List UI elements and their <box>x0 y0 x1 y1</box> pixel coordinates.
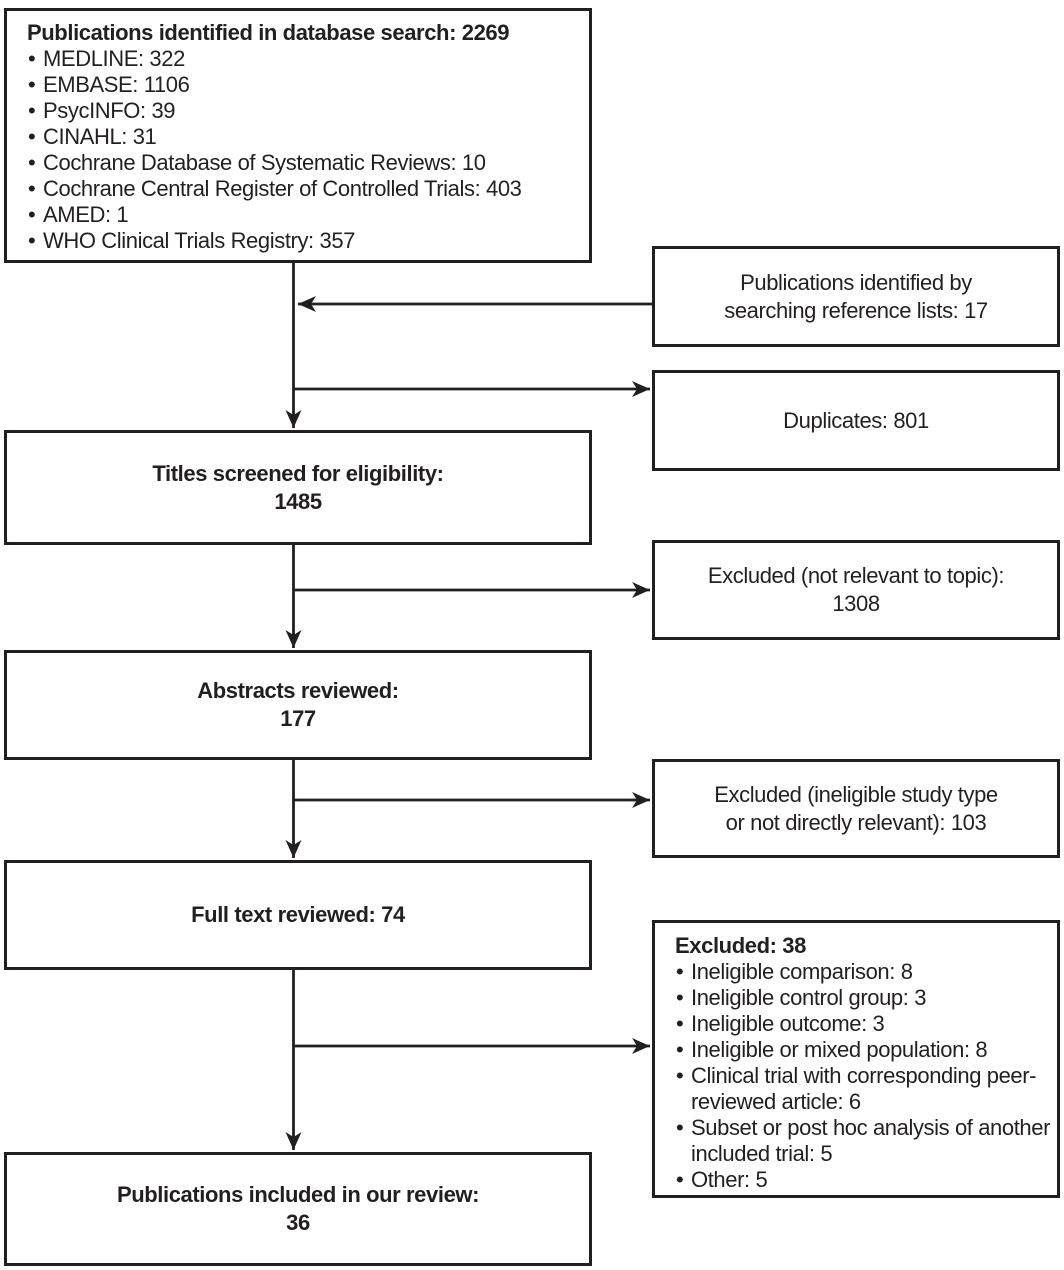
box-line: 1485 <box>274 488 322 514</box>
list-item: Ineligible or mixed population: 8 <box>675 1037 1051 1063</box>
list-item: Ineligible comparison: 8 <box>675 959 1051 985</box>
box-line: 177 <box>280 706 316 731</box>
box-line: or not directly relevant): 103 <box>725 809 987 835</box>
list-item: CINAHL: 31 <box>27 124 581 150</box>
box-line: Abstracts reviewed: <box>197 678 399 703</box>
box-database-search: Publications identified in database sear… <box>4 8 592 263</box>
database-search-list: MEDLINE: 322 EMBASE: 1106 PsycINFO: 39 C… <box>27 46 581 254</box>
list-item: Other: 5 <box>675 1167 1051 1193</box>
box-titles-screened: Titles screened for eligibility: 1485 <box>4 430 592 545</box>
list-item: Ineligible outcome: 3 <box>675 1011 1051 1037</box>
box-line: Excluded (not relevant to topic): <box>707 563 1005 588</box>
list-item: Subset or post hoc analysis of another i… <box>675 1115 1051 1167</box>
list-item: WHO Clinical Trials Registry: 357 <box>27 228 581 254</box>
box-line: searching reference lists: 17 <box>724 297 988 323</box>
box-reference-lists: Publications identified by searching ref… <box>652 246 1060 347</box>
box-line: Duplicates: 801 <box>783 407 929 433</box>
excluded-full-text-title: Excluded: 38 <box>675 933 806 958</box>
list-item: Ineligible control group: 3 <box>675 985 1051 1011</box>
box-line: Publications included in our review: <box>116 1182 480 1207</box>
list-item: EMBASE: 1106 <box>27 72 581 98</box>
box-excluded-not-relevant: Excluded (not relevant to topic): 1308 <box>652 540 1060 640</box>
box-line: 36 <box>286 1210 310 1235</box>
box-line: Full text reviewed: 74 <box>191 902 405 927</box>
excluded-full-text-list: Ineligible comparison: 8 Ineligible cont… <box>675 959 1051 1193</box>
box-included: Publications included in our review: 36 <box>4 1152 592 1266</box>
list-item: MEDLINE: 322 <box>27 46 581 72</box>
box-line: Titles screened for eligibility: <box>152 460 444 486</box>
list-item: Clinical trial with corresponding peer-r… <box>675 1063 1051 1115</box>
database-search-title: Publications identified in database sear… <box>27 20 510 45</box>
box-abstracts-reviewed: Abstracts reviewed: 177 <box>4 650 592 760</box>
box-excluded-full-text: Excluded: 38 Ineligible comparison: 8 In… <box>652 920 1060 1198</box>
box-duplicates: Duplicates: 801 <box>652 370 1060 471</box>
list-item: PsycINFO: 39 <box>27 98 581 124</box>
box-line: Publications identified by <box>740 269 972 295</box>
box-line: 1308 <box>832 591 880 616</box>
list-item: Cochrane Central Register of Controlled … <box>27 176 581 202</box>
box-excluded-study-type: Excluded (ineligible study type or not d… <box>652 759 1060 858</box>
box-full-text-reviewed: Full text reviewed: 74 <box>4 860 592 970</box>
box-line: Excluded (ineligible study type <box>714 781 998 807</box>
list-item: AMED: 1 <box>27 202 581 228</box>
list-item: Cochrane Database of Systematic Reviews:… <box>27 150 581 176</box>
